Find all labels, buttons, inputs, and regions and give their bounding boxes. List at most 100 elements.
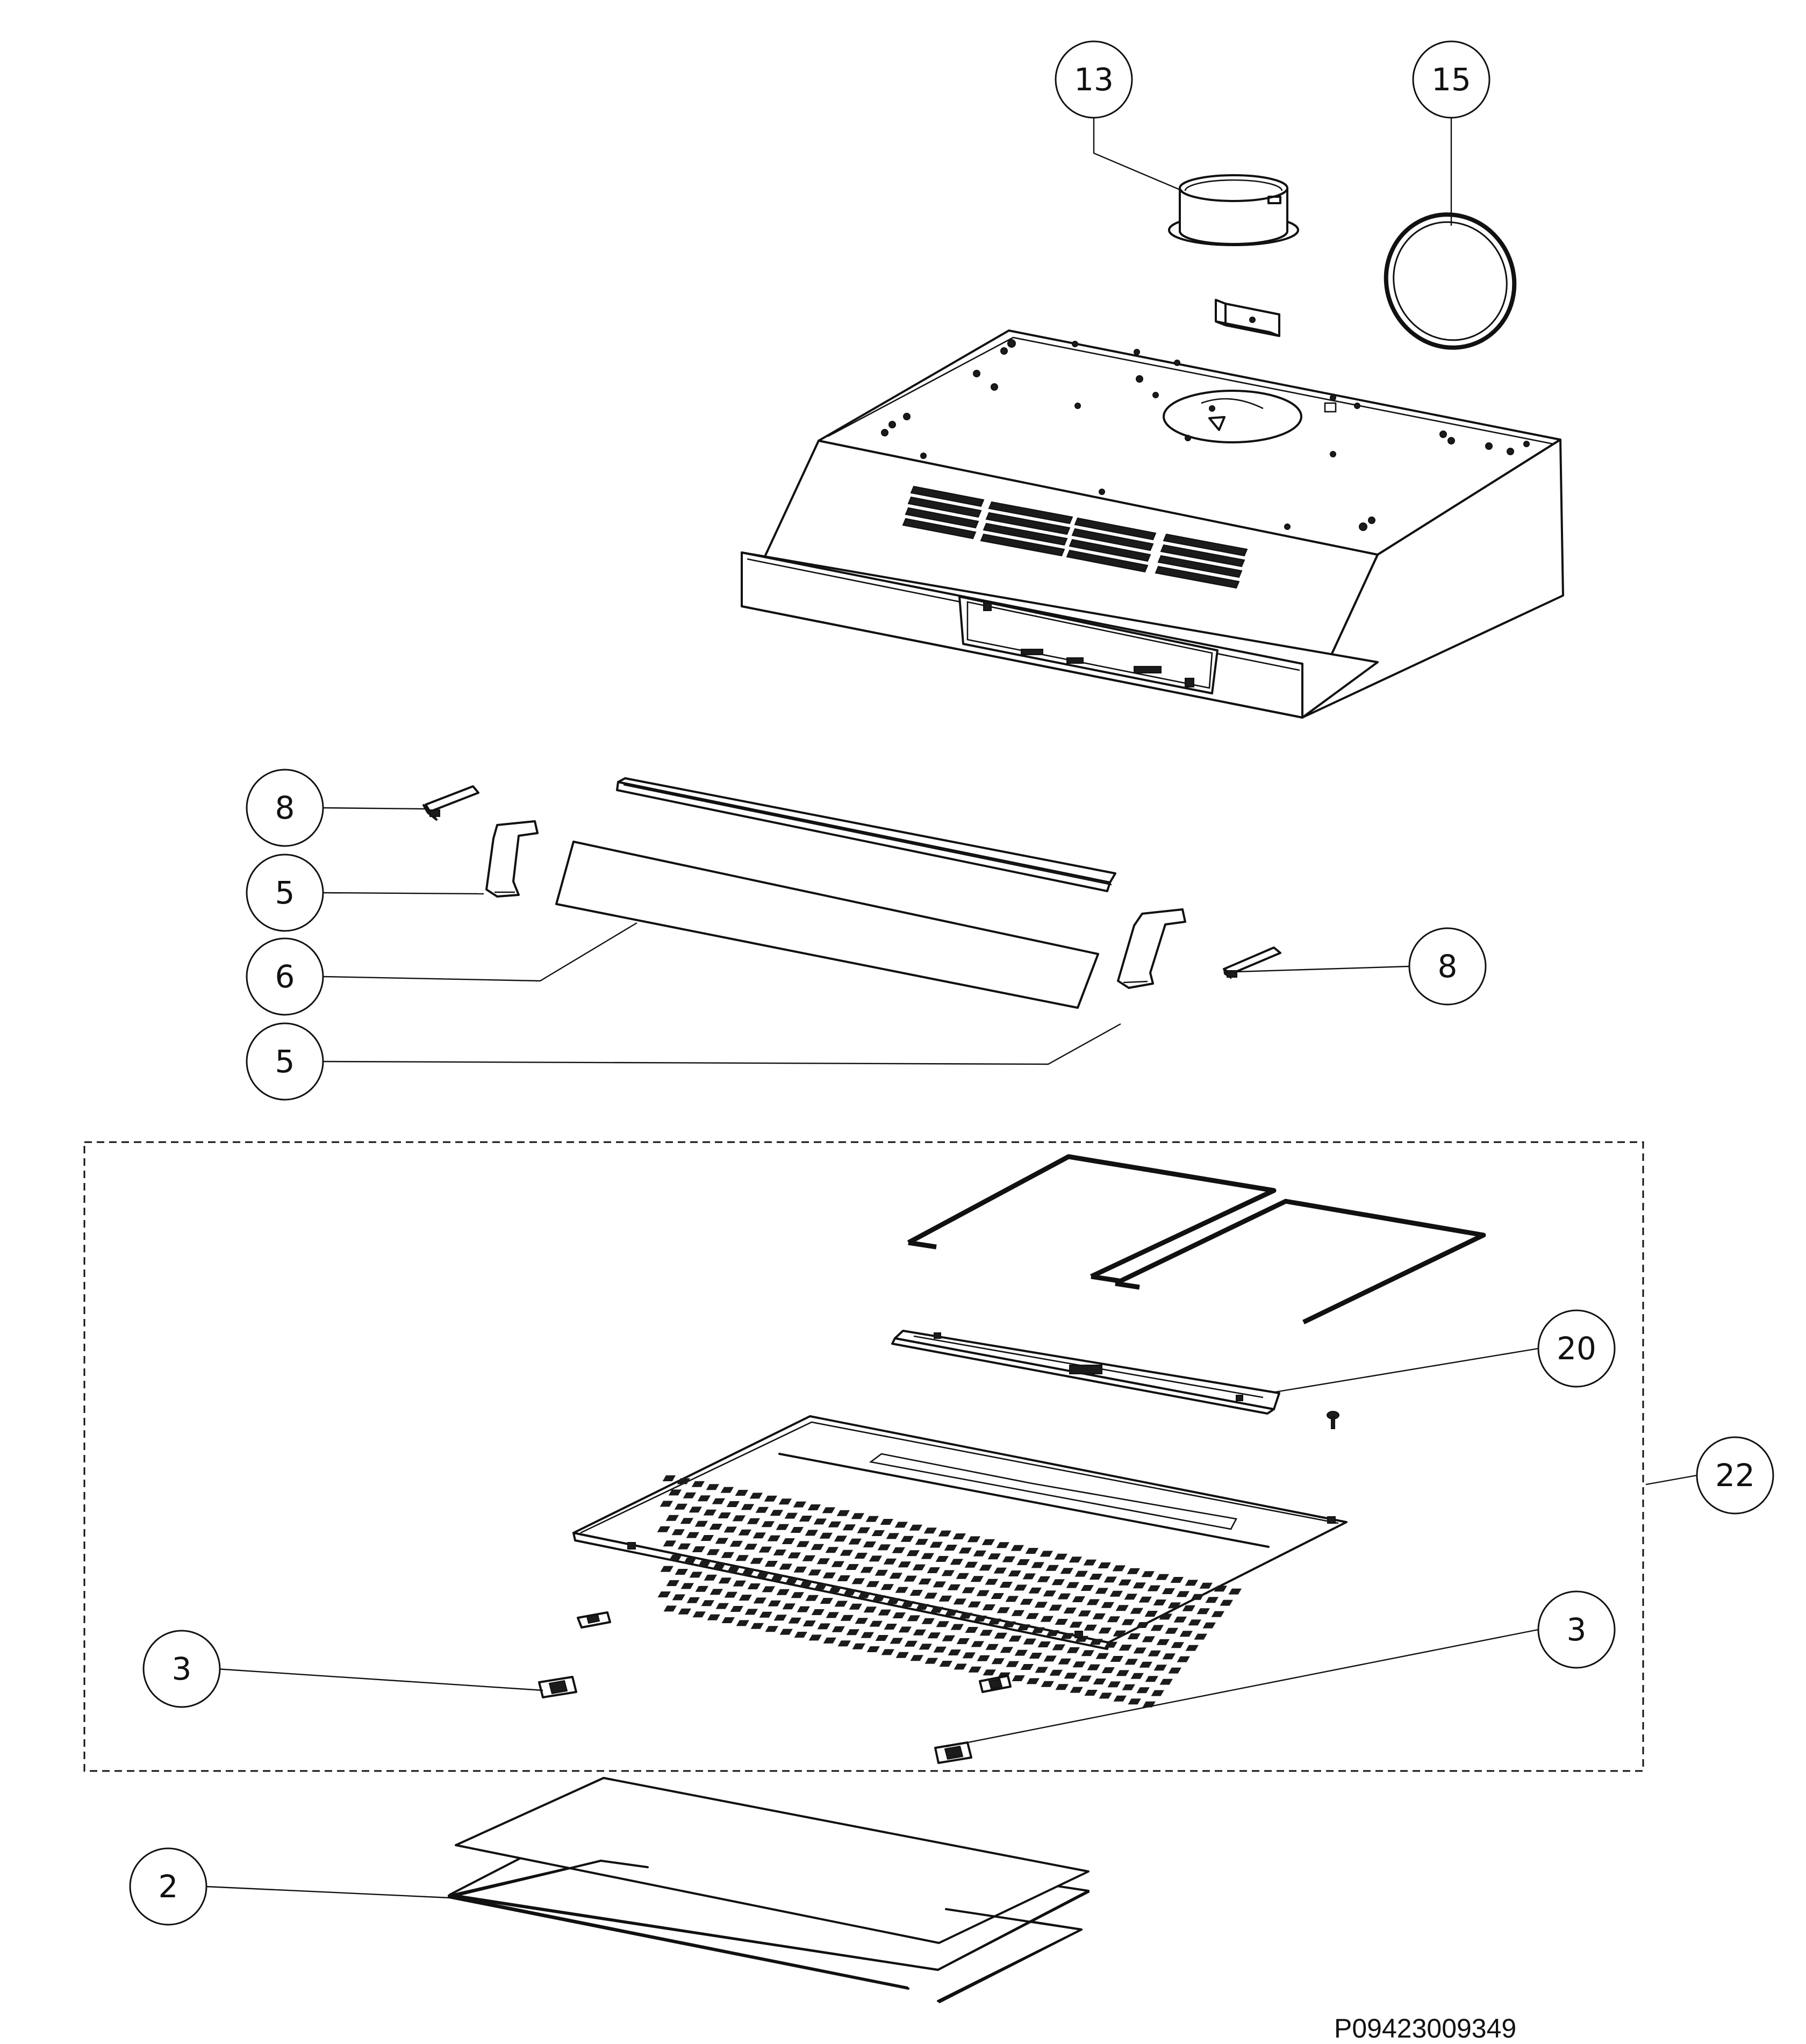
grille-slot bbox=[730, 1606, 743, 1612]
grille-slot bbox=[1199, 1582, 1213, 1589]
grille-slot bbox=[1167, 1602, 1181, 1609]
grille-slot bbox=[715, 1603, 729, 1609]
grille-slot bbox=[1103, 1576, 1117, 1583]
grille-slot bbox=[863, 1541, 876, 1547]
callout-2: 2 bbox=[129, 1847, 207, 1926]
callout-8-right: 8 bbox=[1408, 927, 1487, 1006]
grille-slot bbox=[912, 1564, 926, 1570]
grille-slot bbox=[1066, 1582, 1079, 1588]
grille-slot bbox=[901, 1601, 914, 1607]
grille-slot bbox=[834, 1536, 847, 1542]
grille-slot bbox=[729, 1540, 743, 1547]
grille-slot bbox=[872, 1595, 885, 1602]
grille-slot bbox=[1040, 1551, 1053, 1557]
grille-slot bbox=[959, 1612, 972, 1619]
grille-slot bbox=[741, 1504, 755, 1510]
callout-3-left: 3 bbox=[142, 1630, 221, 1708]
grille-slot bbox=[1107, 1681, 1121, 1688]
grille-slot bbox=[947, 1584, 961, 1590]
grille-slot bbox=[1156, 1639, 1170, 1645]
grille-slot bbox=[1063, 1608, 1077, 1613]
grille-slot bbox=[930, 1606, 943, 1613]
grille-slot bbox=[1034, 1602, 1048, 1608]
grille-slot bbox=[1144, 1611, 1158, 1617]
grille-slots bbox=[657, 1475, 1242, 1708]
grille-slot bbox=[718, 1512, 732, 1518]
grille-slot bbox=[764, 1561, 778, 1567]
grille-slot bbox=[657, 1591, 671, 1597]
grille-slot bbox=[776, 1589, 790, 1595]
grille-slot bbox=[1142, 1636, 1155, 1643]
grille-slot bbox=[939, 1661, 952, 1667]
grille-slot bbox=[1055, 1684, 1069, 1690]
grille-slot bbox=[851, 1578, 865, 1584]
grille-slot bbox=[805, 1530, 819, 1536]
grille-slot bbox=[697, 1495, 711, 1502]
grille-slot bbox=[1202, 1622, 1216, 1629]
grille-slot bbox=[665, 1515, 679, 1521]
grille-slot bbox=[1122, 1684, 1135, 1690]
part-3-clip-3 bbox=[979, 1675, 1012, 1693]
grille-slot bbox=[727, 1566, 740, 1573]
grille-slot bbox=[929, 1541, 943, 1548]
grille-slot bbox=[1133, 1582, 1146, 1589]
grille-slot bbox=[1072, 1596, 1085, 1602]
grille-slot bbox=[1037, 1576, 1050, 1582]
grille-slot bbox=[663, 1605, 677, 1612]
grille-slot bbox=[976, 1590, 990, 1596]
grille-slot bbox=[738, 1529, 752, 1536]
grille-slot bbox=[689, 1507, 703, 1513]
grille-slot bbox=[1220, 1600, 1233, 1606]
grille-slot bbox=[1214, 1586, 1227, 1592]
grille-slot bbox=[663, 1540, 676, 1547]
grille-slot bbox=[848, 1538, 862, 1545]
grille-slot bbox=[1092, 1613, 1106, 1619]
grille-slot bbox=[1151, 1690, 1164, 1696]
grille-slot bbox=[1165, 1627, 1178, 1634]
grille-slot bbox=[721, 1552, 734, 1558]
grille-slot bbox=[1010, 1545, 1024, 1551]
grille-slot bbox=[1026, 1678, 1040, 1684]
grille-slot bbox=[933, 1646, 947, 1653]
grille-slot bbox=[822, 1507, 836, 1514]
vent-grille bbox=[902, 485, 1248, 589]
grille-slot bbox=[898, 1626, 912, 1633]
grille-slot bbox=[1043, 1655, 1057, 1662]
grille-slot bbox=[1016, 1559, 1030, 1565]
grille-slot bbox=[744, 1609, 758, 1615]
leader-lines bbox=[205, 113, 1697, 1899]
grille-slot bbox=[924, 1593, 937, 1599]
grille-slot bbox=[1185, 1580, 1198, 1586]
grille-slot bbox=[1211, 1611, 1224, 1617]
grille-slot bbox=[1074, 1570, 1088, 1577]
grille-slot bbox=[826, 1612, 839, 1618]
grille-slot bbox=[756, 1572, 769, 1578]
grille-slot bbox=[938, 1530, 952, 1537]
grille-slot bbox=[1179, 1631, 1193, 1637]
grille-slot bbox=[715, 1538, 728, 1544]
grille-slot bbox=[1014, 1584, 1027, 1591]
grille-slot bbox=[1170, 1577, 1184, 1583]
grille-slot bbox=[869, 1620, 883, 1627]
grille-slot bbox=[793, 1566, 807, 1573]
grille-slot bbox=[950, 1559, 963, 1565]
grille-slot bbox=[1086, 1599, 1100, 1605]
grille-slot bbox=[773, 1550, 786, 1555]
grille-slot bbox=[698, 1560, 711, 1567]
grille-slot bbox=[837, 1575, 850, 1581]
grille-slot bbox=[1112, 1565, 1126, 1572]
grille-slot bbox=[1052, 1644, 1065, 1651]
grille-slot bbox=[1185, 1645, 1199, 1651]
screw bbox=[1327, 1411, 1339, 1429]
grille-slot bbox=[840, 1615, 854, 1621]
grille-slot bbox=[813, 1518, 827, 1525]
grille-slot bbox=[782, 1538, 795, 1544]
grille-slot bbox=[1115, 1605, 1129, 1611]
grille-slot bbox=[1090, 1639, 1103, 1645]
grille-slot bbox=[794, 1632, 807, 1638]
grille-slot bbox=[752, 1532, 766, 1539]
grille-slot bbox=[784, 1512, 798, 1519]
grille-slot bbox=[985, 1579, 998, 1585]
grille-slot bbox=[863, 1606, 877, 1613]
grille-slot bbox=[1147, 1585, 1160, 1591]
